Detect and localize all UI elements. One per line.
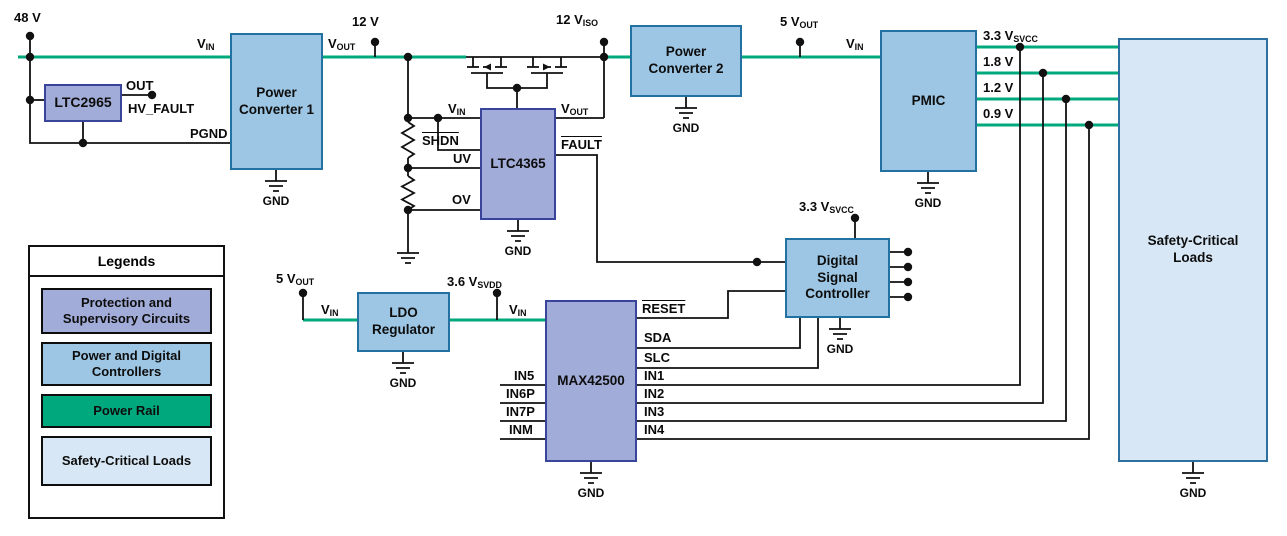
block-pmic: PMIC — [880, 30, 977, 172]
net-label-1v2: 1.2 V — [983, 80, 1014, 95]
block-power-converter-2: Power Converter 2 — [630, 25, 742, 97]
block-digital-signal-controller: Digital Signal Controller — [785, 238, 890, 318]
net-label-1v8: 1.8 V — [983, 54, 1014, 69]
pin-label-ltc4365-uv: UV — [453, 151, 472, 166]
net-label-12v: 12 V — [352, 14, 379, 29]
net-label-5vout-top: 5 VOUT — [780, 14, 819, 30]
pin-label-max-reset: RESET — [642, 301, 686, 316]
gnd-label-safety: GND — [1179, 486, 1207, 500]
pin-label-ltc4365-vin: VIN — [448, 101, 466, 117]
pin-label-max-in3: IN3 — [644, 404, 665, 419]
net-label-48v: 48 V — [14, 10, 41, 25]
legend-item-safety-loads: Safety-Critical Loads — [41, 436, 212, 486]
pin-label-ldo-vin: VIN — [321, 302, 339, 318]
legend-item-protection: Protection and Supervisory Circuits — [41, 288, 212, 334]
power-rail-lines — [18, 45, 1118, 322]
junction-dots — [25, 31, 1094, 302]
pin-label-ltc2965-out: OUT — [126, 78, 154, 93]
pin-label-ltc4365-vout: VOUT — [561, 101, 589, 117]
pin-label-ltc4365-shdn: SHDN — [422, 133, 459, 148]
block-power-converter-1: Power Converter 1 — [230, 33, 323, 170]
pin-label-pmic-vin: VIN — [846, 36, 864, 52]
legend-box: Legends Protection and Supervisory Circu… — [28, 245, 225, 519]
net-label-hv-fault: HV_FAULT — [128, 101, 195, 116]
net-label-0v9: 0.9 V — [983, 106, 1014, 121]
gnd-label-pmic: GND — [914, 196, 942, 210]
gnd-label-ltc4365: GND — [504, 244, 532, 258]
legend-item-controllers: Power and Digital Controllers — [41, 342, 212, 386]
signal-wires — [29, 36, 1090, 440]
pin-label-max-in1: IN1 — [644, 368, 665, 383]
net-label-pgnd: PGND — [190, 126, 228, 141]
legend-title: Legends — [30, 247, 223, 277]
pin-label-max-in4: IN4 — [644, 422, 665, 437]
pin-label-pc1-vin: VIN — [197, 36, 215, 52]
mosfet-q1 — [467, 57, 507, 74]
mosfet-q2 — [527, 57, 567, 74]
net-label-12v-iso: 12 VISO — [556, 12, 598, 28]
resistor-divider — [400, 121, 416, 211]
block-max42500: MAX42500 — [545, 300, 637, 462]
pin-label-max-in7p: IN7P — [506, 404, 535, 419]
legend-item-power-rail: Power Rail — [41, 394, 212, 428]
block-ltc4365: LTC4365 — [480, 108, 556, 220]
gnd-label-pc2: GND — [672, 121, 700, 135]
block-safety-critical-loads: Safety-Critical Loads — [1118, 38, 1268, 462]
pin-label-max-inm: INM — [509, 422, 533, 437]
mosfet-pair — [467, 57, 567, 74]
gnd-label-dsc: GND — [826, 342, 854, 356]
net-label-3v3-svcc-dsc: 3.3 VSVCC — [799, 199, 854, 215]
net-label-5vout-ldo: 5 VOUT — [276, 271, 315, 287]
pin-label-max-slc: SLC — [644, 350, 670, 365]
gnd-label-max: GND — [577, 486, 605, 500]
pin-label-max-sda: SDA — [644, 330, 672, 345]
pin-label-max-vin: VIN — [509, 302, 527, 318]
block-ltc2965: LTC2965 — [44, 84, 122, 122]
pin-label-max-in5: IN5 — [514, 368, 535, 383]
pin-label-max-in6p: IN6P — [506, 386, 535, 401]
net-label-3v3-svcc: 3.3 VSVCC — [983, 28, 1038, 44]
pin-label-pc1-vout: VOUT — [328, 36, 356, 52]
gnd-label-pc1: GND — [262, 194, 290, 208]
block-ldo-regulator: LDO Regulator — [357, 292, 450, 352]
pin-label-ltc4365-fault: FAULT — [561, 137, 602, 152]
pin-label-ltc4365-ov: OV — [452, 192, 471, 207]
pin-label-max-in2: IN2 — [644, 386, 665, 401]
ground-symbols — [265, 97, 1204, 484]
net-label-3v6-svdd: 3.6 VSVDD — [447, 274, 502, 290]
gnd-label-ldo: GND — [389, 376, 417, 390]
